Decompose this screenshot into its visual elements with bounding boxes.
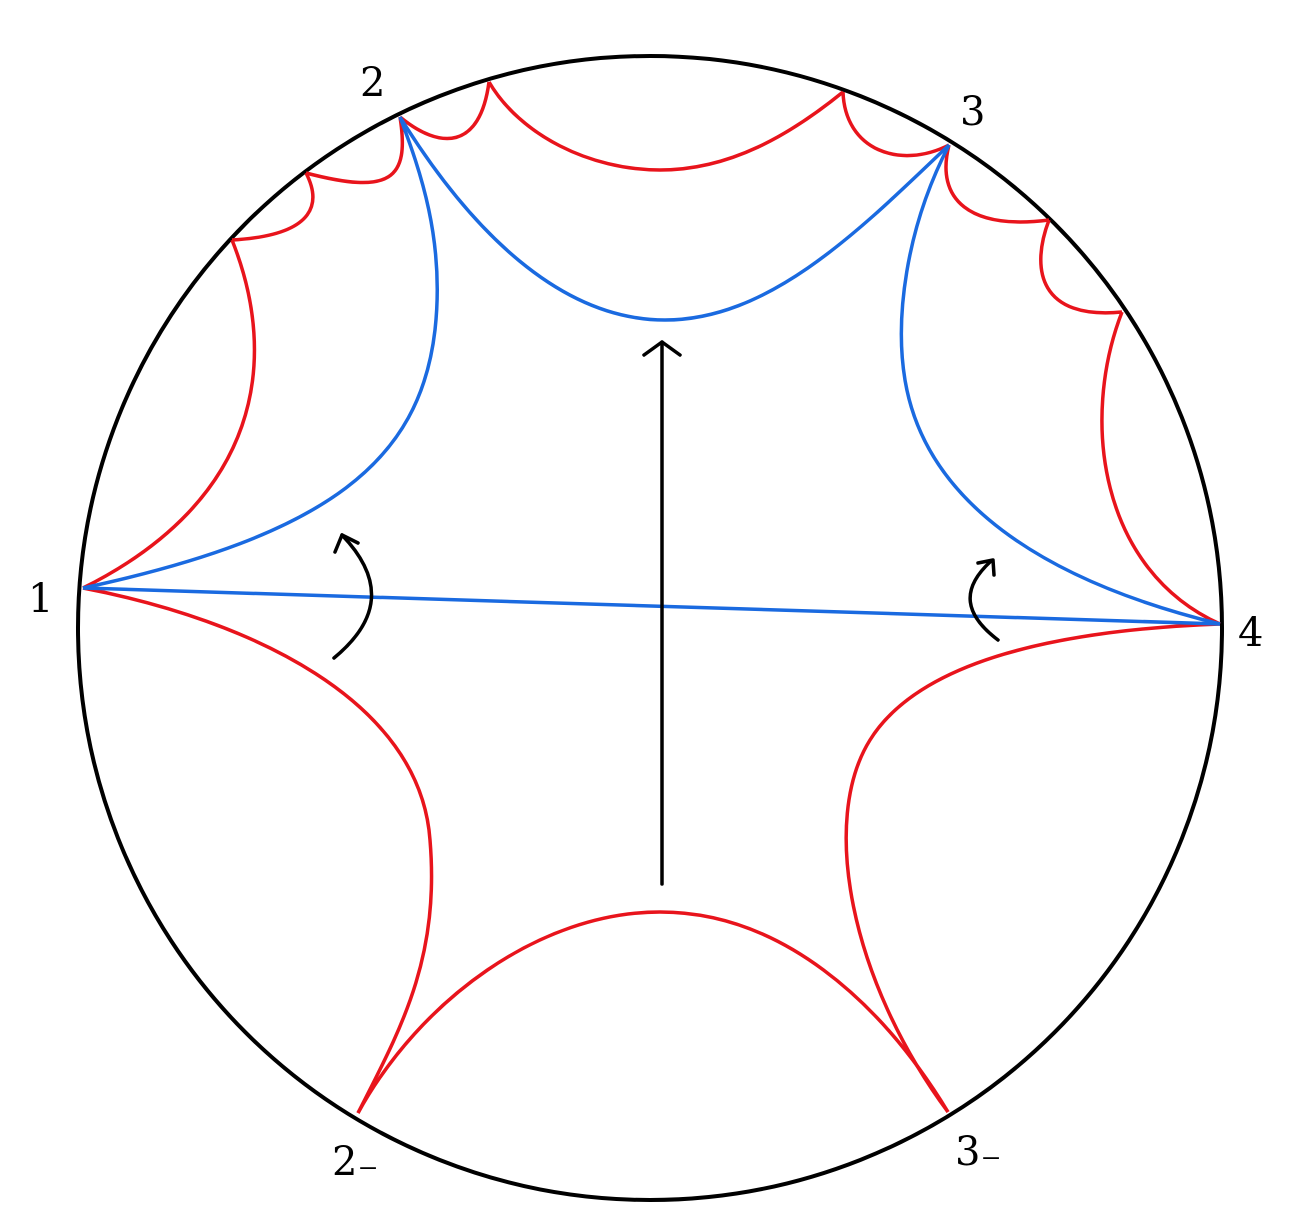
label-point-1: 1 [28,576,53,622]
red-arc-left-big [82,239,257,590]
label-point-2: 2 [360,60,385,106]
red-arc-lower-left [82,586,434,1114]
red-arc-3-small [841,91,950,158]
label-point-3: 3 [960,89,985,135]
right-curved-arrow [968,560,1000,642]
red-arc-bottom [356,910,950,1114]
vertical-arrow-head [642,340,682,357]
blue-line-1-4 [82,586,1221,626]
red-arc-2-small [398,81,491,141]
label-point-3-minus: 3₋ [955,1129,1002,1175]
label-point-2-minus: 2₋ [332,1139,379,1185]
left-curved-arrow [332,533,374,660]
red-arc-right-big [1100,311,1221,626]
red-arc-right-1 [944,144,1050,224]
red-arc-left-2 [305,116,405,185]
boundary-circle [76,54,1224,1202]
blue-arc-2-3 [398,116,951,322]
arrows [332,340,1000,886]
red-geodesics [82,81,1221,1114]
blue-arc-3-4 [899,144,1221,626]
label-point-4: 4 [1238,610,1263,656]
red-arc-top-center [487,81,845,172]
blue-arc-1-2 [82,116,439,590]
right-curved-arrow-head [976,558,996,577]
blue-geodesics [82,116,1221,626]
red-arc-right-2 [1039,219,1123,315]
red-arc-left-1 [231,172,315,242]
red-arc-lower-right [844,622,1221,1114]
left-curved-arrow-head [333,533,360,554]
